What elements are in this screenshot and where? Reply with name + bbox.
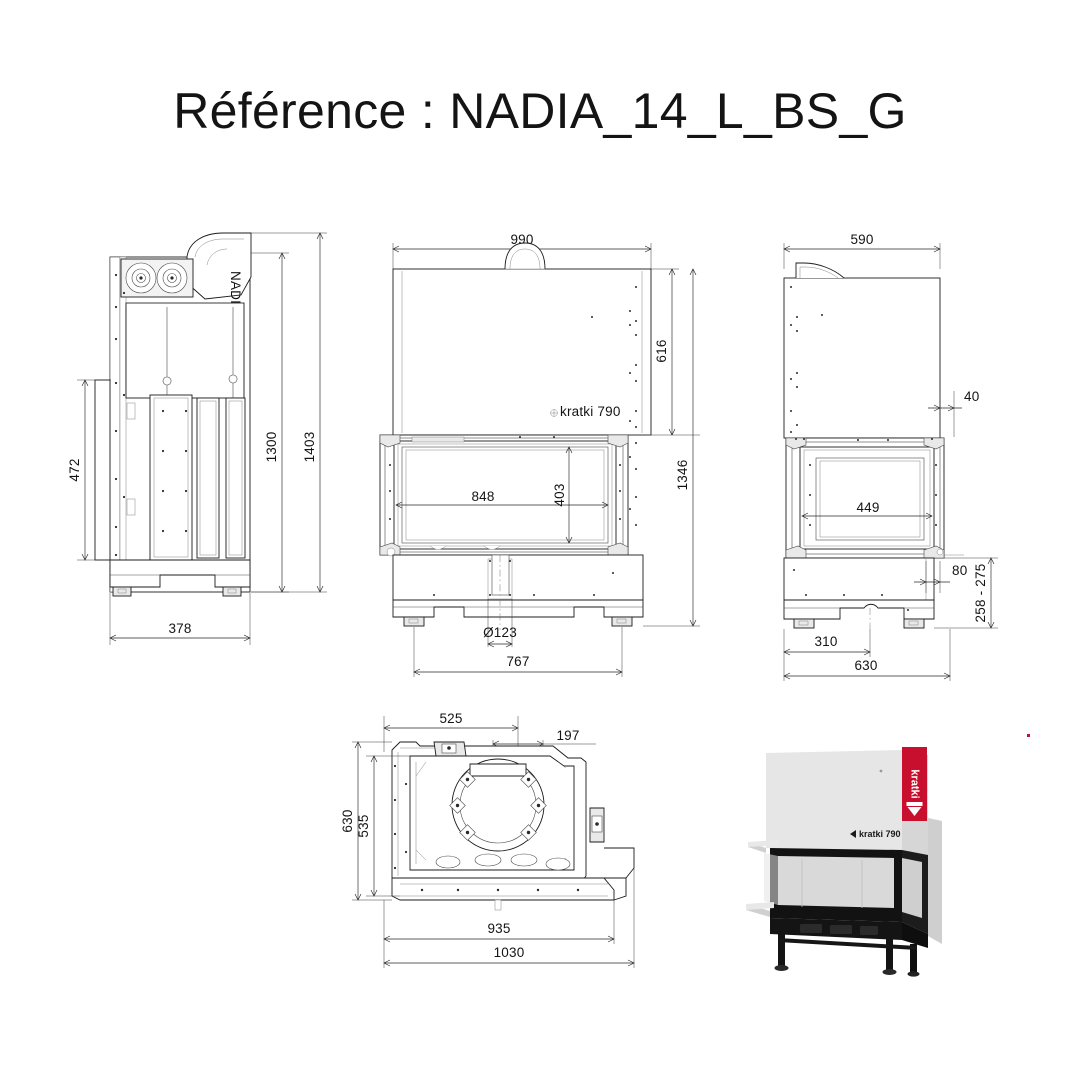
dimension-767: 767 [506,654,529,669]
dimension-525: 525 [439,711,462,726]
dimension-1030: 1030 [494,945,525,960]
dimension-535: 535 [356,814,371,837]
front-logo-text: kratki 790 [560,404,621,419]
dimension-258-275: 258 - 275 [973,564,988,623]
brand-banner-text: kratki [909,769,921,798]
dimension-616: 616 [654,339,669,362]
dimension-403: 403 [552,483,567,506]
dimension-935: 935 [487,921,510,936]
dimension-378: 378 [168,621,191,636]
dimension-1346: 1346 [675,460,690,491]
dimension-197: 197 [556,728,579,743]
front-panel-logo: kratki 790 [550,404,621,419]
dimension-848: 848 [471,489,494,504]
dimension-40: 40 [964,389,979,404]
dimension-630-plan: 630 [340,809,355,832]
dimension-80: 80 [952,563,967,578]
dimension-flue-123: Ø123 [483,625,517,640]
view-side-right: 590 [758,225,1048,690]
product-photo: kratki kratki 790 [742,722,1042,980]
dimension-1403: 1403 [302,432,317,463]
dimension-472: 472 [67,458,82,481]
view-front: 990 kratk [368,225,708,690]
dimension-449: 449 [856,500,879,515]
dimension-1300: 1300 [264,432,279,463]
page-title: Référence : NADIA_14_L_BS_G [173,83,907,139]
dimension-310: 310 [814,634,837,649]
photo-front-logo: kratki 790 [850,829,901,839]
dimension-590: 590 [850,232,873,247]
photo-front-logo-text: kratki 790 [859,829,901,839]
down-arrow-icon [906,802,923,816]
view-side-left: NADIA 14/L/BS/G [55,232,355,685]
view-plan: 525 197 [338,700,708,980]
dimension-630-side: 630 [854,658,877,673]
